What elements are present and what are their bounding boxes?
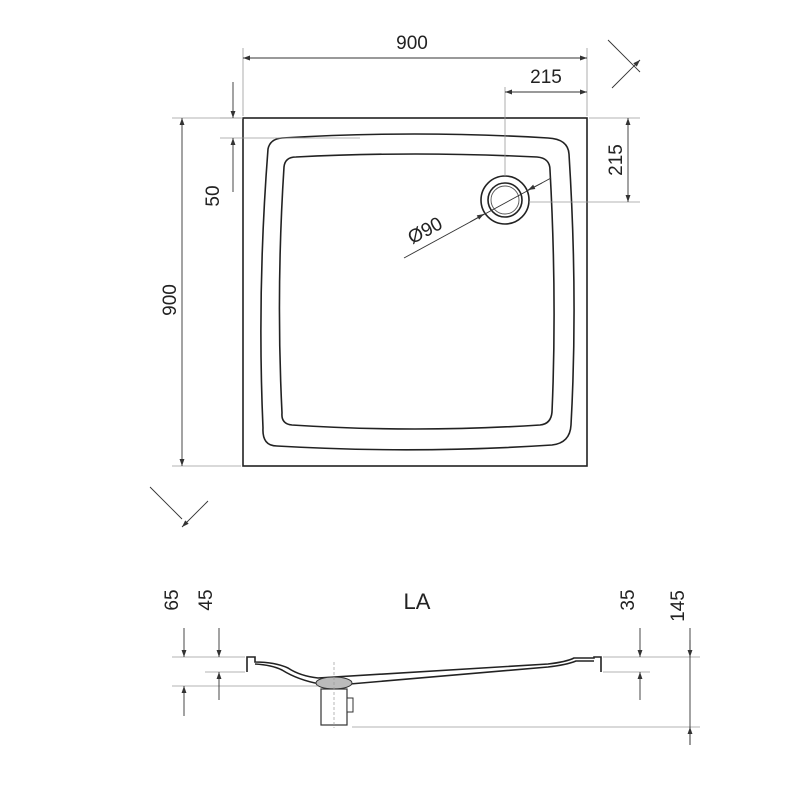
dim-145-label: 145 xyxy=(668,590,689,622)
drain-y-offset-label: 215 xyxy=(606,144,627,176)
rim-label: 50 xyxy=(203,185,224,206)
section-marker-bottom-tick xyxy=(181,500,209,528)
drain-x-offset-label: 215 xyxy=(530,67,562,88)
dim-65-label: 65 xyxy=(162,589,183,610)
tray-rim-outer xyxy=(260,133,575,451)
top-view: 900 215 215 900 50 Ø90 xyxy=(149,33,641,528)
section-marker-top xyxy=(607,39,641,73)
section-marker-bottom xyxy=(149,486,183,520)
section-marker-top-tick xyxy=(611,59,641,89)
tray-profile-bottom xyxy=(254,660,594,685)
dim-35-label: 35 xyxy=(618,589,639,610)
drain-diameter-label: Ø90 xyxy=(405,213,447,248)
dim-45-label: 45 xyxy=(196,589,217,610)
section-label: LA xyxy=(404,589,431,614)
drain-core-circle xyxy=(490,185,520,215)
tray-profile-top xyxy=(246,656,602,679)
drain-siphon-outlet xyxy=(346,697,354,713)
drain-diameter-arrow-b xyxy=(527,182,543,191)
height-label: 900 xyxy=(160,284,181,316)
side-view: LA 65 45 35 145 xyxy=(162,589,700,745)
width-label: 900 xyxy=(396,33,428,54)
tray-basin-inner xyxy=(278,153,555,430)
drain-diameter-arrow-a xyxy=(469,213,485,223)
tray-outline xyxy=(242,117,588,467)
drain-inner-circle xyxy=(487,182,523,218)
